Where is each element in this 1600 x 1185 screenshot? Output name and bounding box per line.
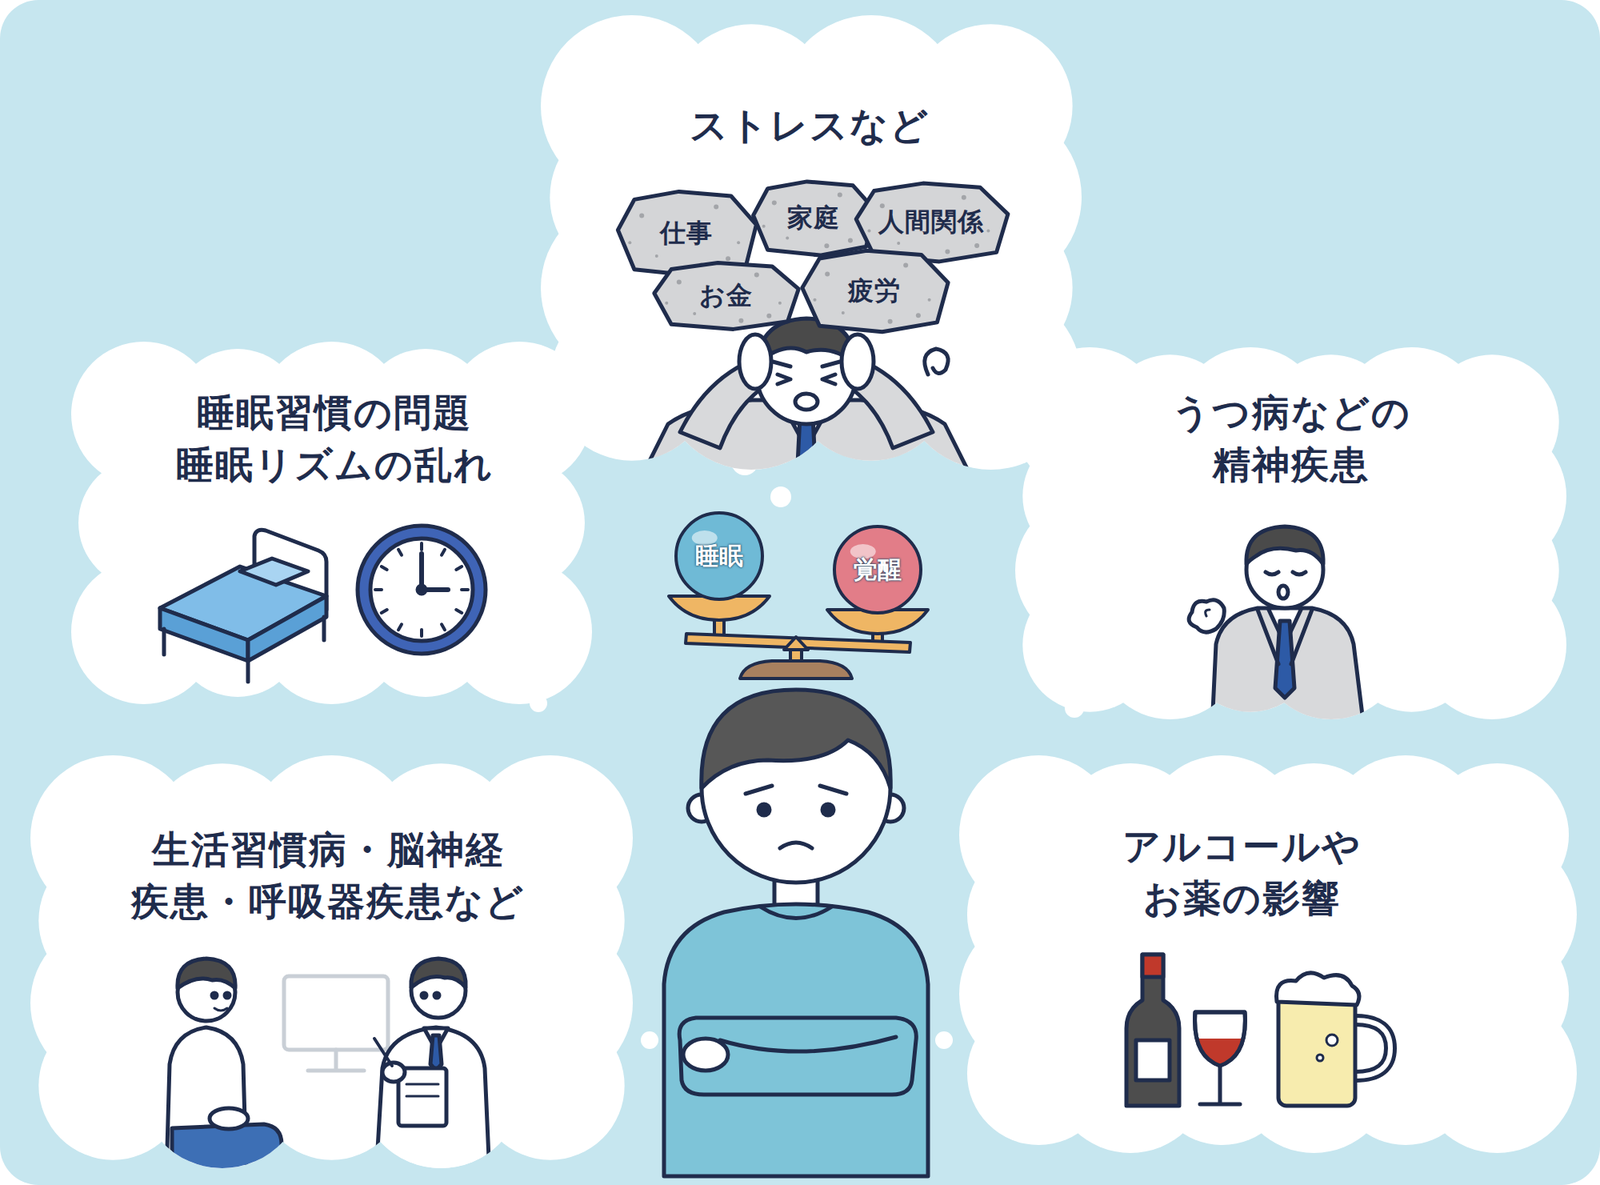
rock-outline-part (664, 301, 668, 305)
cloud-illustration (166, 958, 490, 1176)
rock-label: 家庭 (787, 200, 840, 236)
person-figure-part (745, 785, 772, 794)
rock-outline-part (867, 228, 871, 232)
cloud-outline (30, 755, 633, 1168)
rock-outline-part (961, 195, 967, 200)
person-figure-part (822, 804, 834, 816)
rock-outline-part (824, 271, 830, 276)
ball-label: 覚醒 (853, 553, 902, 587)
balance-ball: 覚醒 (832, 524, 924, 616)
person-figure-part (820, 785, 847, 794)
rock-outline-part (916, 312, 921, 318)
rock-outline-part (888, 319, 893, 324)
person-figure-part (679, 1017, 916, 1095)
rock-outline-part (713, 204, 719, 209)
balance-scale-part (740, 660, 852, 679)
rock-label: お金 (699, 278, 753, 314)
rock-outline-part (848, 237, 853, 243)
balance-scale-part (784, 636, 808, 650)
thought-bubbles-part (935, 1031, 953, 1049)
cloud-illustration (640, 318, 973, 480)
rock-outline-part (628, 240, 632, 244)
rock-label: 疲労 (848, 273, 901, 309)
rock-outline-part (986, 228, 990, 232)
rock-outline-part (896, 241, 900, 245)
cloud-illustration (160, 525, 486, 682)
cloud-illustration (1126, 954, 1391, 1106)
rock-outline-part (928, 298, 932, 302)
ball-label: 睡眠 (695, 540, 744, 573)
rock-outline-part (944, 248, 950, 254)
rock-outline-part (754, 272, 760, 278)
rock-outline-part (738, 318, 744, 324)
rock-outline-part (772, 200, 777, 205)
balance-ball: 睡眠 (673, 510, 765, 602)
rock-outline-part (903, 263, 908, 268)
ball-outline-part (676, 512, 763, 600)
rock-label: 人間関係 (878, 204, 984, 240)
rock-outline-part (778, 301, 782, 305)
cloud-heading: アルコールや お薬の影響 (964, 820, 1520, 925)
person-figure-part (720, 1036, 896, 1052)
stress-rock: 疲労 (796, 248, 953, 335)
thought-cloud: 生活習慣病・脳神経 疾患・呼吸器疾患など (30, 755, 633, 1168)
person-figure (664, 689, 928, 1176)
thought-bubbles-part (640, 1031, 659, 1049)
cloud-heading: うつ病などの 精神疾患 (1043, 387, 1540, 492)
rock-outline-part (639, 213, 644, 219)
cloud-illustration (1188, 526, 1364, 728)
rock-outline-part (824, 243, 829, 248)
thought-cloud: 睡眠習慣の問題 睡眠リズムの乱れ (71, 341, 592, 704)
cloud-heading: ストレスなど (566, 100, 1053, 152)
balance-scale-part (685, 633, 911, 652)
cloud-heading: 睡眠習慣の問題 睡眠リズムの乱れ (100, 387, 569, 492)
cloud-outline-part-part (1022, 428, 1156, 563)
cloud-outline-part (71, 341, 592, 704)
person-figure-part (760, 906, 832, 919)
cloud-outline-part (959, 755, 1577, 1153)
person-figure-part (780, 842, 812, 848)
rock-outline-part (676, 279, 682, 284)
rock-outline-part (736, 240, 740, 244)
cloud-outline-part-part (967, 842, 1111, 986)
rock-outline-part (974, 243, 980, 248)
ball-outline-part (834, 526, 921, 613)
person-figure-part (664, 904, 928, 1176)
thought-cloud: うつ病などの 精神疾患 (1015, 347, 1567, 720)
rock-outline-part (785, 236, 789, 240)
thought-bubbles-part (770, 486, 792, 508)
person-figure-part (683, 1038, 728, 1071)
thought-cloud: アルコールや お薬の影響 (959, 755, 1577, 1153)
rock-outline-part (655, 254, 659, 258)
rock-outline-part (654, 263, 799, 330)
cloud-outline-part (30, 755, 633, 1168)
rock-outline-part (813, 298, 817, 302)
rock-outline-part (762, 224, 766, 228)
rock-label: 仕事 (660, 216, 713, 252)
thought-cloud: ストレスなど仕事 家庭 人間関係お金 疲労 (540, 15, 1082, 470)
rock-outline-part (841, 311, 845, 315)
rock-outline-part (692, 312, 696, 316)
rock-outline-part (802, 250, 948, 332)
rock-outline-part (837, 192, 843, 198)
cloud-outline (959, 755, 1577, 1153)
stress-rock: お金 (648, 260, 804, 332)
person-figure-part (701, 689, 891, 788)
rock-outline-part (766, 313, 772, 319)
rock-outline-part (725, 256, 731, 261)
person-figure-part (758, 804, 770, 816)
cloud-heading: 生活習慣病・脳神経 疾患・呼吸器疾患など (56, 824, 600, 928)
